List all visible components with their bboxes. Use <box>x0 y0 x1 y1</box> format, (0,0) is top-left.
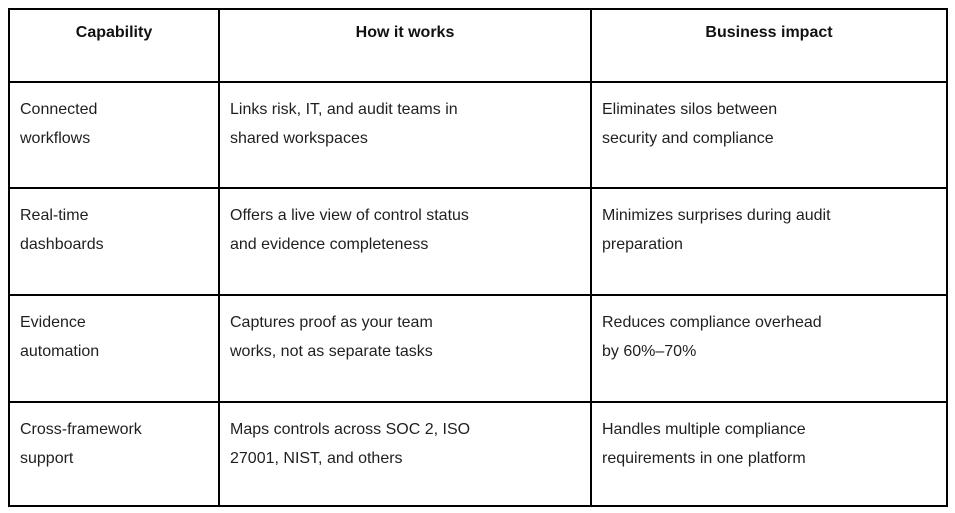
cell-how-it-works: Offers a live view of control status and… <box>218 187 592 296</box>
cell-how-it-works: Captures proof as your team works, not a… <box>218 294 592 403</box>
column-header-capability: Capability <box>8 8 220 83</box>
cell-how-it-works: Links risk, IT, and audit teams in share… <box>218 81 592 189</box>
cell-how-it-works: Maps controls across SOC 2, ISO 27001, N… <box>218 401 592 507</box>
table-row-evidence-automation: Evidence automation Captures proof as yo… <box>8 294 948 403</box>
column-header-how-it-works: How it works <box>218 8 592 83</box>
table-row-real-time-dashboards: Real-time dashboards Offers a live view … <box>8 187 948 296</box>
cell-business-impact: Reduces compliance overhead by 60%–70% <box>590 294 948 403</box>
cell-capability: Real-time dashboards <box>8 187 220 296</box>
cell-capability: Evidence automation <box>8 294 220 403</box>
table-row-cross-framework-support: Cross-framework support Maps controls ac… <box>8 401 948 507</box>
column-header-business-impact: Business impact <box>590 8 948 83</box>
cell-business-impact: Eliminates silos between security and co… <box>590 81 948 189</box>
cell-capability: Connected workflows <box>8 81 220 189</box>
table-header-row: Capability How it works Business impact <box>8 8 948 83</box>
cell-business-impact: Minimizes surprises during audit prepara… <box>590 187 948 296</box>
cell-business-impact: Handles multiple compliance requirements… <box>590 401 948 507</box>
cell-capability: Cross-framework support <box>8 401 220 507</box>
capability-comparison-table: Capability How it works Business impact … <box>8 8 948 507</box>
table-row-connected-workflows: Connected workflows Links risk, IT, and … <box>8 81 948 189</box>
